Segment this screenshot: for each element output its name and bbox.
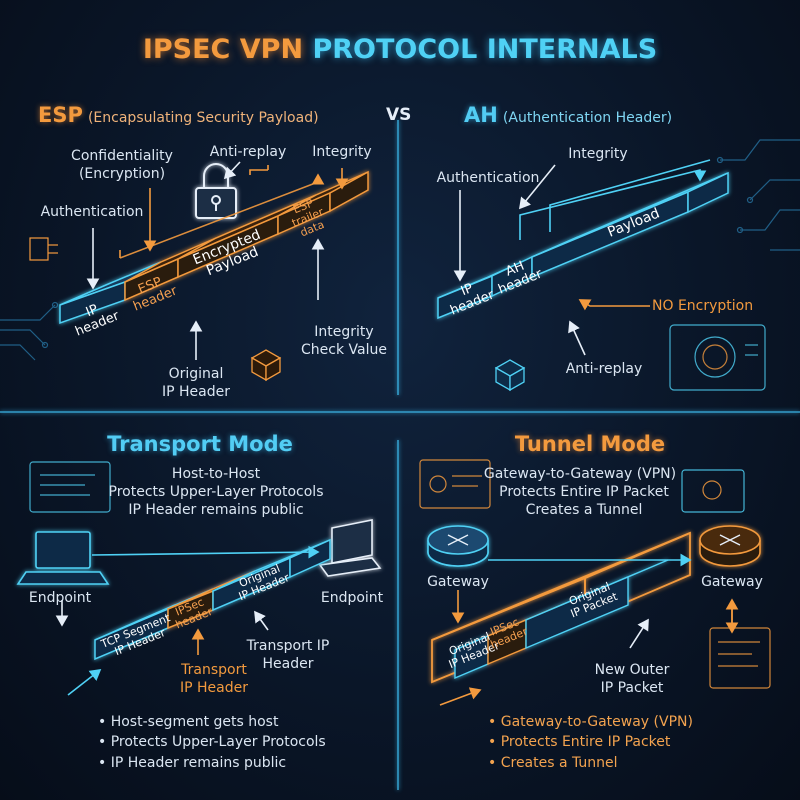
tunnel-bullet: • Creates a Tunnel bbox=[488, 754, 618, 771]
ah-cube-icon bbox=[494, 359, 526, 392]
transport-bullet: • Protects Upper-Layer Protocols bbox=[98, 734, 326, 751]
tunnel-packet bbox=[431, 531, 691, 684]
tunnel-arrows bbox=[439, 553, 739, 706]
hud-panel-icon bbox=[669, 324, 766, 391]
esp-heading-row: ESP (Encapsulating Security Payload) bbox=[38, 103, 319, 127]
transport-endpoint-left: Endpoint bbox=[28, 590, 92, 606]
transport-endpoint-right: Endpoint bbox=[320, 590, 384, 606]
esp-subheading: (Encapsulating Security Payload) bbox=[87, 110, 319, 126]
label-ah-authentication: Authentication bbox=[436, 170, 540, 186]
laptop-left-icon bbox=[16, 531, 110, 585]
ah-heading-row: AH (Authentication Header) bbox=[464, 103, 672, 127]
label-ah-anti-replay: Anti-replay bbox=[565, 361, 643, 377]
label-original-ip-header: IP Header bbox=[162, 384, 230, 400]
tunnel-line-1: Gateway-to-Gateway (VPN) bbox=[483, 466, 677, 482]
tunnel-bullet-2: Protects Entire IP Packet bbox=[500, 734, 671, 751]
transport-bullet-1: Host-segment gets host bbox=[110, 714, 279, 730]
ah-arrows bbox=[453, 159, 711, 356]
transport-ip-b-1: Transport bbox=[181, 662, 247, 678]
tunnel-bullet: • Protects Entire IP Packet bbox=[488, 734, 671, 751]
cube-icon bbox=[250, 349, 282, 382]
tunnel-bullet-3: Creates a Tunnel bbox=[500, 754, 618, 771]
label-confidentiality: Confidentiality bbox=[71, 148, 173, 164]
label-ah-integrity: Integrity bbox=[568, 146, 628, 162]
transport-ip-a-1: Transport IP bbox=[246, 638, 330, 654]
label-original: Original bbox=[168, 366, 224, 382]
transport-line-2: Protects Upper-Layer Protocols bbox=[108, 484, 324, 500]
tunnel-line-3: Creates a Tunnel bbox=[525, 502, 643, 518]
transport-bullets: • Host-segment gets host • Protects Uppe… bbox=[98, 712, 326, 773]
ah-heading: AH bbox=[464, 103, 498, 127]
label-integrity-check-1: Integrity bbox=[314, 324, 374, 340]
new-outer-2: IP Packet bbox=[600, 680, 664, 696]
transport-bullet: • IP Header remains public bbox=[98, 754, 287, 771]
transport-ip-a-2: Header bbox=[262, 656, 314, 672]
divider-lines bbox=[0, 120, 800, 790]
title-part1: IPSEC VPN bbox=[142, 34, 304, 65]
tunnel-bullet: • Gateway-to-Gateway (VPN) bbox=[488, 714, 693, 730]
transport-heading: Transport Mode bbox=[107, 432, 293, 456]
transport-line-1: Host-to-Host bbox=[171, 466, 261, 482]
transport-packet bbox=[94, 538, 331, 661]
label-esp-anti-replay: Anti-replay bbox=[209, 144, 287, 160]
gateway-right-icon bbox=[699, 525, 761, 567]
vs-top: VS bbox=[386, 105, 412, 125]
screen-panel-icon bbox=[29, 461, 111, 513]
esp-heading: ESP bbox=[38, 103, 83, 127]
label-encryption: (Encryption) bbox=[78, 166, 166, 182]
transport-line-3: IP Header remains public bbox=[128, 502, 304, 518]
tunnel-gateway-right: Gateway bbox=[701, 574, 763, 590]
page-title: IPSEC VPN PROTOCOL INTERNALS bbox=[143, 34, 657, 65]
label-esp-authentication: Authentication bbox=[40, 204, 144, 220]
gateway-left-icon bbox=[427, 525, 489, 567]
tunnel-heading: Tunnel Mode bbox=[514, 432, 666, 456]
label-esp-integrity: Integrity bbox=[312, 144, 372, 160]
tunnel-bullet-1: Gateway-to-Gateway (VPN) bbox=[500, 714, 693, 730]
ah-subheading: (Authentication Header) bbox=[502, 110, 673, 126]
new-outer-1: New Outer bbox=[594, 662, 670, 678]
esp-arrows bbox=[86, 161, 349, 360]
tunnel-line-2: Protects Entire IP Packet bbox=[499, 484, 669, 500]
ah-packet bbox=[437, 171, 729, 320]
transport-bullet-2: Protects Upper-Layer Protocols bbox=[110, 734, 326, 751]
title-part2: PROTOCOL INTERNALS bbox=[312, 34, 658, 65]
tunnel-bullets: • Gateway-to-Gateway (VPN) • Protects En… bbox=[488, 712, 693, 773]
transport-bullet: • Host-segment gets host bbox=[98, 714, 279, 730]
screen-panel-right-icon bbox=[419, 459, 771, 689]
transport-bullet-3: IP Header remains public bbox=[110, 754, 287, 771]
chip-icon bbox=[29, 237, 58, 261]
tunnel-gateway-left: Gateway bbox=[427, 574, 489, 590]
circuit-traces bbox=[0, 139, 800, 361]
laptop-right-icon bbox=[318, 519, 382, 577]
label-no-encryption: NO Encryption bbox=[652, 298, 754, 314]
transport-ip-b-2: IP Header bbox=[180, 680, 248, 696]
label-integrity-check-2: Check Value bbox=[301, 342, 387, 358]
transport-arrows bbox=[55, 545, 320, 696]
